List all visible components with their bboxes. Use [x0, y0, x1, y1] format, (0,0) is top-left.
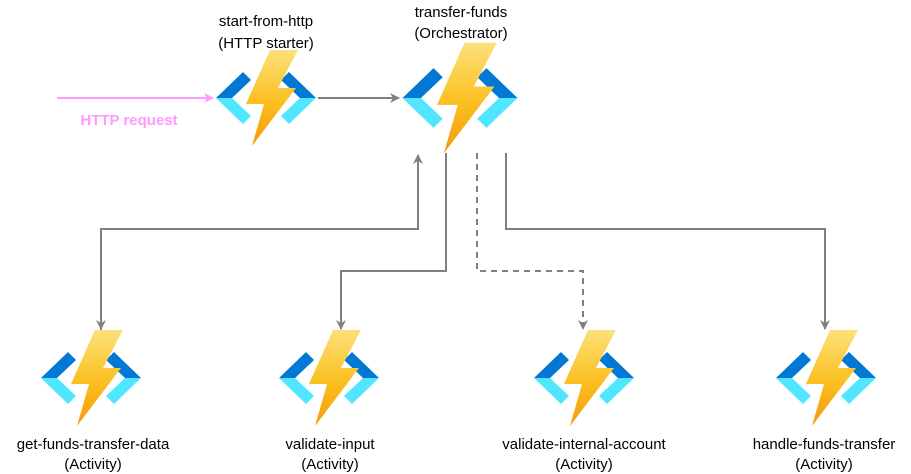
activity-node-3: validate-internal-account (Activity) [502, 330, 667, 473]
http-request-label: HTTP request [80, 112, 177, 129]
activity-3-type: (Activity) [555, 456, 613, 473]
activity-1-name: get-funds-transfer-data [17, 436, 170, 453]
azure-function-icon [776, 330, 876, 426]
orchestrator-node: transfer-funds (Orchestrator) [402, 4, 518, 154]
starter-name: start-from-http [219, 13, 313, 30]
activity-node-2: validate-input (Activity) [279, 330, 379, 473]
activity-3-name: validate-internal-account [502, 436, 666, 453]
orchestrator-type: (Orchestrator) [414, 25, 507, 42]
azure-function-icon [216, 50, 316, 146]
activity-4-name: handle-funds-transfer [753, 436, 896, 453]
orchestrator-to-validate-input-arrow [336, 153, 447, 330]
starter-type: (HTTP starter) [218, 35, 314, 52]
azure-function-icon [534, 330, 634, 426]
data-to-orchestrator-return-arrow [100, 154, 423, 331]
activity-4-type: (Activity) [795, 456, 853, 473]
activity-node-4: handle-funds-transfer (Activity) [753, 330, 896, 473]
activity-1-type: (Activity) [64, 456, 122, 473]
azure-function-icon [41, 330, 141, 426]
orchestrator-to-handle-transfer-arrow [505, 153, 830, 330]
orchestrator-to-validate-account-dashed-arrow [476, 153, 588, 330]
azure-function-icon [279, 330, 379, 426]
activity-2-type: (Activity) [301, 456, 359, 473]
azure-function-icon [402, 42, 518, 154]
connectors [57, 93, 830, 331]
activity-node-1: get-funds-transfer-data (Activity) [17, 330, 170, 473]
activity-2-name: validate-input [285, 436, 375, 453]
starter-node: start-from-http (HTTP starter) [216, 13, 316, 146]
orchestrator-name: transfer-funds [415, 4, 508, 21]
